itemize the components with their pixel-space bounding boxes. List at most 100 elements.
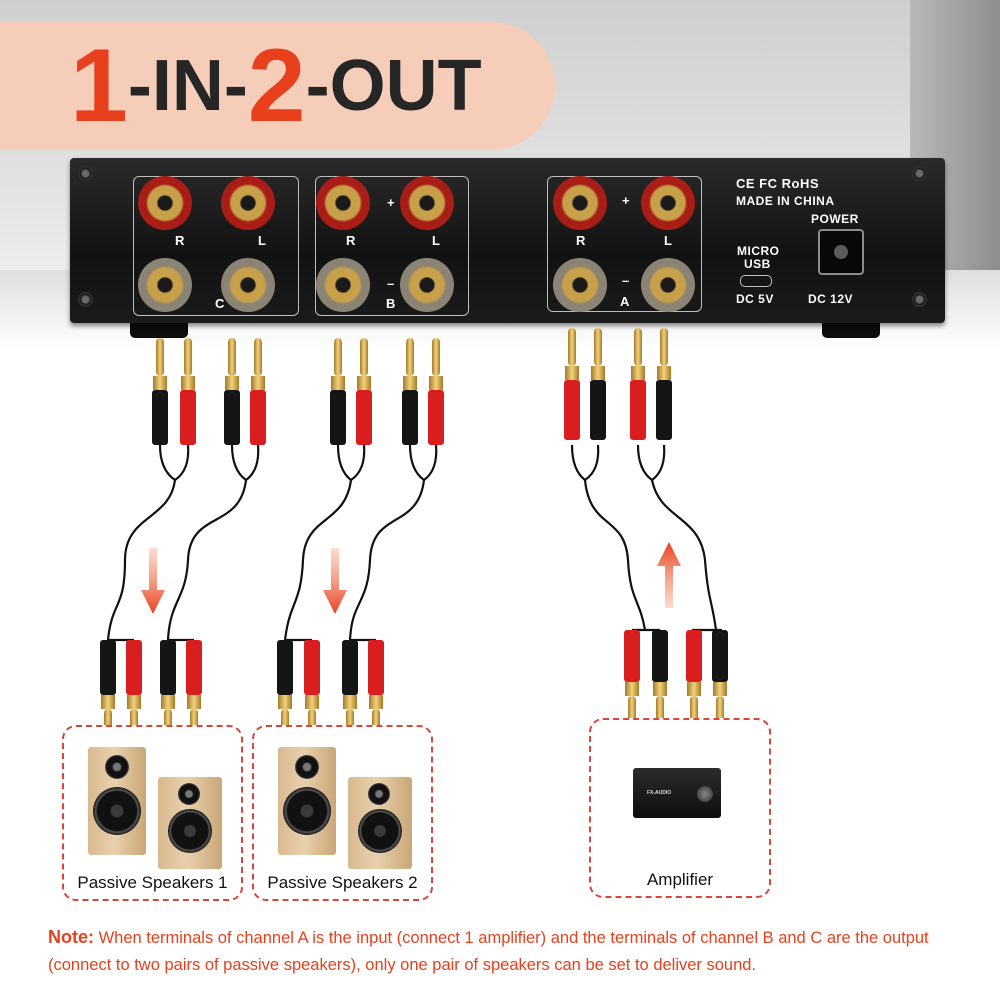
label-a-l: L (664, 233, 672, 248)
note-text: Note: When terminals of channel A is the… (48, 924, 953, 979)
banana-plugs-upper (152, 328, 672, 445)
passive-speakers-1-box: Passive Speakers 1 (62, 725, 243, 901)
terminal-c-left-negative[interactable] (221, 258, 275, 312)
plug-black (402, 338, 418, 445)
terminal-b-left-positive[interactable] (400, 176, 454, 230)
plug-black (160, 640, 176, 747)
terminal-b-right-negative[interactable] (316, 258, 370, 312)
banner-number-in: 1 (70, 28, 128, 144)
terminal-c-left-positive[interactable] (221, 176, 275, 230)
plug-red (126, 640, 142, 747)
plug-red (356, 338, 372, 445)
terminal-group-b (315, 176, 469, 316)
plug-black (590, 328, 606, 440)
speaker-cabinet-icon (158, 777, 222, 869)
usb-power-label: DC 5V (736, 292, 774, 306)
label-b-l: L (432, 233, 440, 248)
terminal-a-right-positive[interactable] (553, 176, 607, 230)
micro-usb-port[interactable] (740, 275, 772, 287)
arrow-up-icon (657, 542, 681, 608)
device-foot-right (822, 322, 880, 338)
terminal-group-a (547, 176, 702, 312)
cable-a-l (650, 479, 718, 631)
speaker-switch-device (70, 158, 945, 323)
plug-red (624, 630, 640, 732)
woofer-icon (168, 809, 212, 853)
banner-text-out: -OUT (305, 46, 482, 126)
cable-c-l (166, 479, 248, 641)
cert-marks: CE FC RoHS (736, 176, 819, 191)
passive-speakers-2-label: Passive Speakers 2 (267, 873, 418, 892)
cable-b-l (348, 479, 426, 641)
screw-icon (912, 166, 927, 181)
label-c-r: R (175, 233, 185, 248)
cable-a-l-join (636, 444, 666, 482)
plug-red (180, 338, 196, 445)
title-banner: 1 -IN- 2 -OUT (0, 22, 555, 150)
label-b-plus: + (387, 195, 395, 210)
plug-red (686, 630, 702, 732)
usb-label-usb: USB (744, 257, 771, 271)
label-b-minus: – (387, 276, 395, 291)
terminal-c-right-negative[interactable] (138, 258, 192, 312)
note-heading: Note: (48, 927, 94, 947)
passive-speakers-1-label: Passive Speakers 1 (77, 873, 228, 892)
tweeter-icon (178, 783, 200, 805)
speaker-cabinet-icon (88, 747, 146, 855)
power-label: POWER (811, 212, 859, 226)
screw-icon (912, 292, 927, 307)
cable-b-l-join (408, 444, 438, 482)
plug-red (564, 328, 580, 440)
screw-icon (78, 166, 93, 181)
tweeter-icon (368, 783, 390, 805)
label-a-plus: + (622, 193, 630, 208)
plug-black (330, 338, 346, 445)
passive-speakers-2-box: Passive Speakers 2 (252, 725, 433, 901)
amplifier-icon: FX-AUDIO (633, 768, 721, 818)
screw-icon (78, 292, 93, 307)
dc-power-jack[interactable] (818, 229, 864, 275)
terminal-a-right-negative[interactable] (553, 258, 607, 312)
label-a-r: R (576, 233, 586, 248)
terminal-group-c (133, 176, 299, 316)
plug-black (712, 630, 728, 732)
label-a-minus: – (622, 273, 630, 288)
cable-b-r-join (336, 444, 366, 482)
label-c-letter: C (215, 296, 225, 311)
speaker-cabinet-icon (348, 777, 412, 869)
amplifier-label: Amplifier (646, 870, 714, 889)
terminal-c-right-positive[interactable] (138, 176, 192, 230)
cable-c-r-join (158, 444, 190, 482)
banner-number-out: 2 (247, 28, 306, 144)
cable-a-r (583, 479, 647, 631)
banner-text-in: -IN- (127, 46, 248, 126)
label-b-letter: B (386, 296, 396, 311)
woofer-icon (283, 787, 331, 835)
arrow-down-icon (141, 548, 165, 614)
cable-c-r (106, 479, 177, 641)
label-b-r: R (346, 233, 356, 248)
woofer-icon (358, 809, 402, 853)
plug-red (428, 338, 444, 445)
device-foot-left (130, 322, 188, 338)
tweeter-icon (105, 755, 129, 779)
note-body: When terminals of channel A is the input… (48, 929, 929, 974)
dc-power-label: DC 12V (808, 292, 854, 306)
terminal-b-left-negative[interactable] (400, 258, 454, 312)
label-c-l: L (258, 233, 266, 248)
terminal-a-left-positive[interactable] (641, 176, 695, 230)
terminal-b-right-positive[interactable] (316, 176, 370, 230)
tweeter-icon (295, 755, 319, 779)
plug-black (652, 630, 668, 732)
terminal-a-left-negative[interactable] (641, 258, 695, 312)
plug-red (250, 338, 266, 445)
speaker-cabinet-icon (278, 747, 336, 855)
plug-black (224, 338, 240, 445)
label-a-letter: A (620, 294, 630, 309)
woofer-icon (93, 787, 141, 835)
made-in-label: MADE IN CHINA (736, 194, 835, 208)
usb-label-micro: MICRO (737, 244, 780, 258)
plug-red (630, 328, 646, 440)
arrow-down-icon (323, 548, 347, 614)
